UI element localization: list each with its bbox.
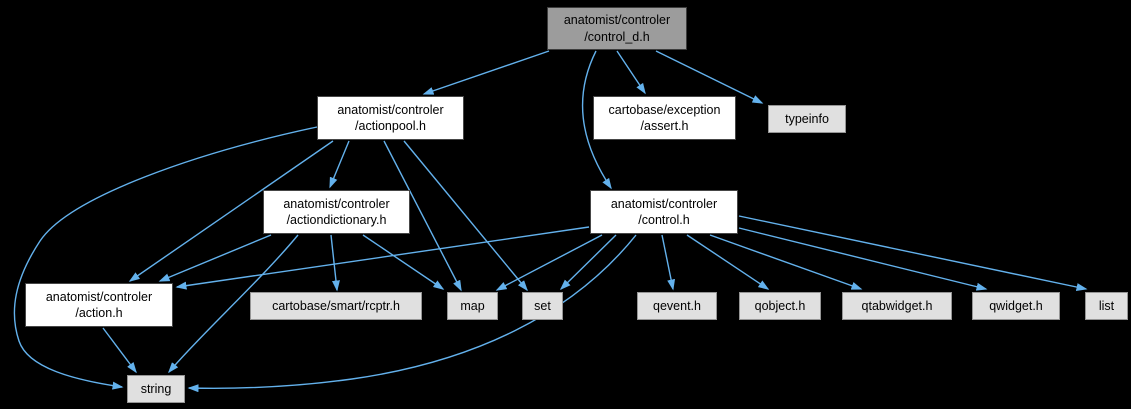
node-label: /actionpool.h bbox=[355, 119, 426, 133]
node-label: anatomist/controler bbox=[563, 13, 671, 27]
node-label: /control_d.h bbox=[584, 29, 650, 44]
node-label: anatomist/controler bbox=[610, 196, 718, 211]
node-action[interactable]: anatomist/controler/action.h bbox=[25, 283, 173, 327]
edge-control-to-action bbox=[175, 226, 590, 290]
edge-control-to-qevent bbox=[661, 234, 676, 291]
edge-action-to-string bbox=[102, 327, 137, 374]
node-label: map bbox=[460, 298, 485, 313]
node-label: /actiondictionary.h bbox=[286, 213, 387, 227]
edge-control-to-qobject bbox=[686, 234, 770, 290]
node-label: /assert.h bbox=[640, 119, 689, 133]
edge-control-to-qtabwidget bbox=[709, 234, 863, 290]
node-set: set bbox=[522, 292, 563, 320]
node-label: qobject.h bbox=[754, 298, 806, 313]
node-label: qevent.h bbox=[653, 298, 701, 313]
node-label: qwidget.h bbox=[989, 298, 1043, 313]
node-label: cartobase/smart/rcptr.h bbox=[272, 298, 400, 313]
node-label: anatomist/controler bbox=[283, 196, 390, 211]
edge-control-to-map bbox=[495, 234, 603, 291]
edge-control-to-list bbox=[738, 215, 1088, 291]
node-control[interactable]: anatomist/controler/control.h bbox=[590, 190, 738, 234]
edge-actionpool-to-action bbox=[128, 140, 334, 282]
edge-actiondictionary-to-action bbox=[158, 234, 272, 282]
node-qwidget: qwidget.h bbox=[972, 292, 1060, 320]
edge-actionpool-to-string bbox=[13, 126, 318, 390]
node-actiondictionary[interactable]: anatomist/controler/actiondictionary.h bbox=[263, 190, 410, 234]
edge-control_d-to-assert bbox=[616, 50, 646, 95]
edge-control_d-to-control bbox=[581, 50, 612, 190]
node-qtabwidget: qtabwidget.h bbox=[842, 292, 952, 320]
node-label: /control.h bbox=[638, 213, 690, 227]
node-rcptr: cartobase/smart/rcptr.h bbox=[250, 292, 422, 320]
node-list: list bbox=[1085, 292, 1128, 320]
node-label: /action.h bbox=[75, 306, 123, 320]
edge-control-to-qwidget bbox=[738, 227, 988, 291]
edge-actiondictionary-to-string bbox=[168, 234, 299, 374]
edge-actiondictionary-to-rcptr bbox=[330, 234, 340, 292]
node-label: typeinfo bbox=[785, 111, 829, 126]
node-label: cartobase/exception bbox=[608, 102, 721, 117]
node-label: list bbox=[1098, 298, 1115, 313]
edge-actionpool-to-actiondictionary bbox=[329, 140, 350, 189]
node-string: string bbox=[127, 375, 185, 403]
node-label: string bbox=[140, 381, 172, 396]
node-actionpool[interactable]: anatomist/controler/actionpool.h bbox=[317, 96, 464, 140]
node-qobject: qobject.h bbox=[739, 292, 821, 320]
node-qevent: qevent.h bbox=[637, 292, 717, 320]
edge-actionpool-to-map bbox=[383, 140, 462, 292]
edge-control_d-to-typeinfo bbox=[655, 50, 764, 104]
node-typeinfo: typeinfo bbox=[768, 105, 846, 133]
node-label: anatomist/controler bbox=[337, 102, 444, 117]
edge-actiondictionary-to-map bbox=[362, 234, 445, 290]
edge-control_d-to-actionpool bbox=[422, 50, 550, 95]
node-assert[interactable]: cartobase/exception/assert.h bbox=[593, 96, 736, 140]
node-label: anatomist/controler bbox=[45, 289, 153, 304]
node-map: map bbox=[447, 292, 498, 320]
edge-control-to-string bbox=[187, 234, 637, 393]
node-label: set bbox=[534, 298, 551, 313]
node-label: qtabwidget.h bbox=[861, 298, 933, 313]
node-control_d: anatomist/controler/control_d.h bbox=[547, 7, 687, 50]
edge-control-to-set bbox=[559, 234, 617, 291]
edge-actionpool-to-set bbox=[403, 140, 528, 292]
